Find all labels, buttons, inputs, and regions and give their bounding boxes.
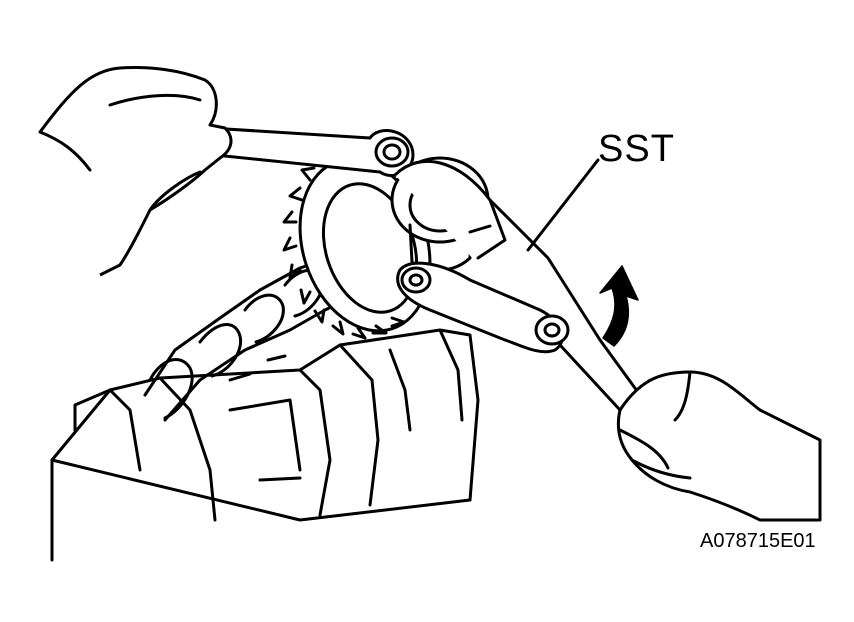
sst-label: SST	[598, 128, 675, 170]
curved-arrow-up-icon	[599, 265, 639, 347]
right-hand	[616, 370, 822, 522]
holding-wrench	[208, 126, 415, 178]
cylinder-head-block	[50, 328, 480, 562]
sst-leader-line	[526, 158, 600, 252]
figure-code: A078715E01	[700, 530, 816, 552]
left-hand	[38, 66, 233, 277]
